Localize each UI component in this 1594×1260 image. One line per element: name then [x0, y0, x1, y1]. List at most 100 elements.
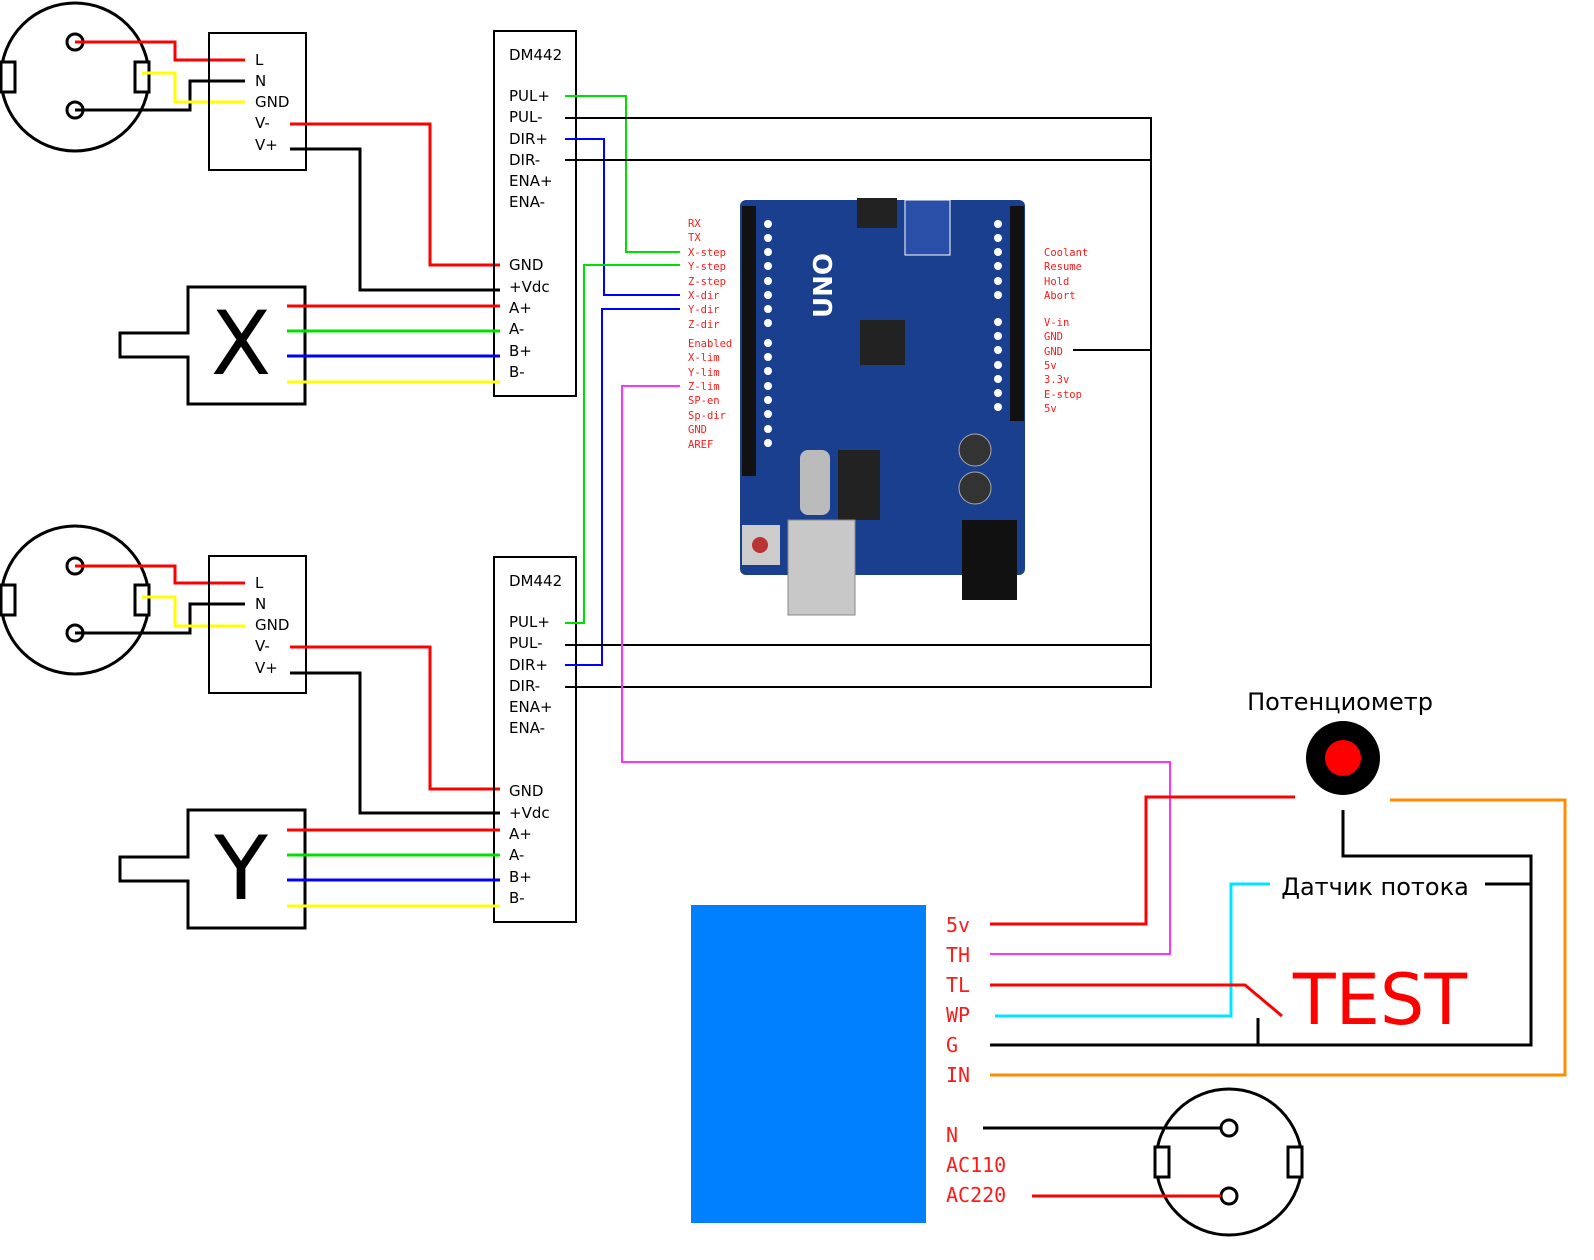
ctrl-pin-g: G [946, 1033, 958, 1057]
pin-x-step: X-step [688, 247, 726, 259]
pin-rx: RX [688, 218, 701, 230]
pin-coolant: Coolant [1044, 247, 1088, 259]
driver1-dir-plus: DIR+ [509, 130, 548, 148]
driver1-ena-plus: ENA+ [509, 172, 553, 190]
ctrl-pin-wp: WP [946, 1003, 970, 1027]
psu1-label-vplus: V+ [255, 136, 278, 154]
pin-z-step: Z-step [688, 276, 726, 288]
wire-vplus-2 [290, 671, 500, 815]
test-button-label: TEST [1292, 959, 1467, 1041]
psu2-label-l: L [255, 574, 264, 592]
pin-aref: AREF [688, 439, 713, 451]
driver2-ena-plus: ENA+ [509, 698, 553, 716]
power-socket-3 [1153, 1087, 1304, 1237]
pin-x-lim: X-lim [688, 352, 720, 364]
wire-x-dir [565, 138, 680, 296]
arduino-left-pin-labels: RX TX X-step Y-step Z-step X-dir Y-dir Z… [688, 218, 732, 451]
wire-z-lim-th [621, 385, 1171, 955]
ctrl-pin-5v: 5v [946, 913, 970, 937]
board-uno-text: UNO [809, 253, 839, 318]
wire-5v [990, 795, 1295, 926]
driver1-pul-plus: PUL+ [509, 87, 550, 105]
ctrl-pin-ac220: AC220 [946, 1183, 1006, 1207]
pin-y-step: Y-step [688, 261, 726, 273]
driver1-gnd: GND [509, 256, 543, 274]
potentiometer-label: Потенциометр [1247, 688, 1433, 716]
arduino-uno-board: UNO [740, 198, 1025, 616]
potentiometer [1306, 721, 1380, 795]
wire-in [990, 798, 1567, 1077]
driver-dm442-1 [493, 30, 577, 397]
psu1-label-l: L [255, 51, 264, 69]
wire-tl-switch [990, 983, 1283, 1018]
pin-gnd-2: GND [1044, 346, 1063, 358]
pin-resume: Resume [1044, 261, 1082, 273]
driver2-b-plus: B+ [509, 868, 532, 886]
driver1-vdc: +Vdc [509, 278, 550, 296]
wire-gnd-1 [142, 71, 245, 104]
pin-abort: Abort [1044, 290, 1076, 302]
wire-vminus-1 [290, 122, 500, 267]
driver1-a-minus: A- [509, 320, 524, 338]
pin-5v-1: 5v [1044, 360, 1057, 372]
psu1-label-vminus: V- [255, 114, 270, 132]
driver2-title: DM442 [509, 572, 562, 590]
pin-x-dir: X-dir [688, 290, 720, 302]
pin-z-dir: Z-dir [688, 319, 720, 331]
pin-y-dir: Y-dir [688, 304, 720, 316]
wire-vplus-1 [290, 147, 500, 292]
psu2-label-gnd: GND [255, 616, 289, 634]
ctrl-pin-ac110: AC110 [946, 1153, 1006, 1177]
driver1-a-plus: A+ [509, 299, 532, 317]
driver2-a-minus: A- [509, 846, 524, 864]
dc-jack [962, 520, 1017, 600]
motor-y [118, 808, 307, 930]
psu2-label-vminus: V- [255, 637, 270, 655]
pin-tx: TX [688, 232, 701, 244]
psu2-label-n: N [255, 595, 266, 613]
driver1-pul-minus: PUL- [509, 108, 543, 126]
driver2-pul-minus: PUL- [509, 634, 543, 652]
driver2-dir-plus: DIR+ [509, 656, 548, 674]
ctrl-pin-th: TH [946, 943, 970, 967]
psu1-label-n: N [255, 72, 266, 90]
motor-x [118, 285, 307, 406]
pin-v-in: V-in [1044, 317, 1069, 329]
wire-gnd-2 [142, 595, 245, 628]
power-socket-2 [0, 524, 151, 676]
ctrl-pin-n: N [946, 1123, 958, 1147]
driver1-b-plus: B+ [509, 342, 532, 360]
pin-e-stop: E-stop [1044, 389, 1082, 401]
pin-5v-2: 5v [1044, 403, 1057, 415]
ctrl-pin-tl: TL [946, 973, 970, 997]
wire-n-1 [75, 79, 245, 112]
header-pins [764, 220, 1002, 447]
wire-y-dir [565, 308, 680, 666]
pin-enabled: Enabled [688, 338, 732, 350]
wire-y-step [565, 264, 680, 624]
power-supply-1 [208, 32, 307, 171]
wire-n-2 [75, 602, 245, 635]
driver2-b-minus: B- [509, 889, 525, 907]
wire-x-step [565, 95, 680, 253]
driver1-b-minus: B- [509, 363, 525, 381]
driver2-vdc: +Vdc [509, 804, 550, 822]
laser-power-supply [691, 905, 926, 1223]
wire-common-ground-bus [565, 117, 1152, 688]
pin-gnd-1: GND [1044, 331, 1063, 343]
motor-x-label: X [211, 292, 271, 395]
pin-y-lim: Y-lim [688, 367, 720, 379]
driver2-pul-plus: PUL+ [509, 613, 550, 631]
driver2-dir-minus: DIR- [509, 677, 540, 695]
pin-sp-dir: Sp-dir [688, 410, 726, 422]
pin-3v3: 3.3v [1044, 374, 1069, 386]
arduino-right-pin-labels: Coolant Resume Hold Abort V-in GND GND 5… [1044, 247, 1088, 415]
psu1-label-gnd: GND [255, 93, 289, 111]
usb-port [787, 519, 856, 616]
motor-y-label: Y [213, 817, 268, 920]
driver1-dir-minus: DIR- [509, 151, 540, 169]
ctrl-pin-in: IN [946, 1063, 970, 1087]
driver2-gnd: GND [509, 782, 543, 800]
wire-g [990, 810, 1533, 1047]
pin-gnd: GND [688, 424, 707, 436]
